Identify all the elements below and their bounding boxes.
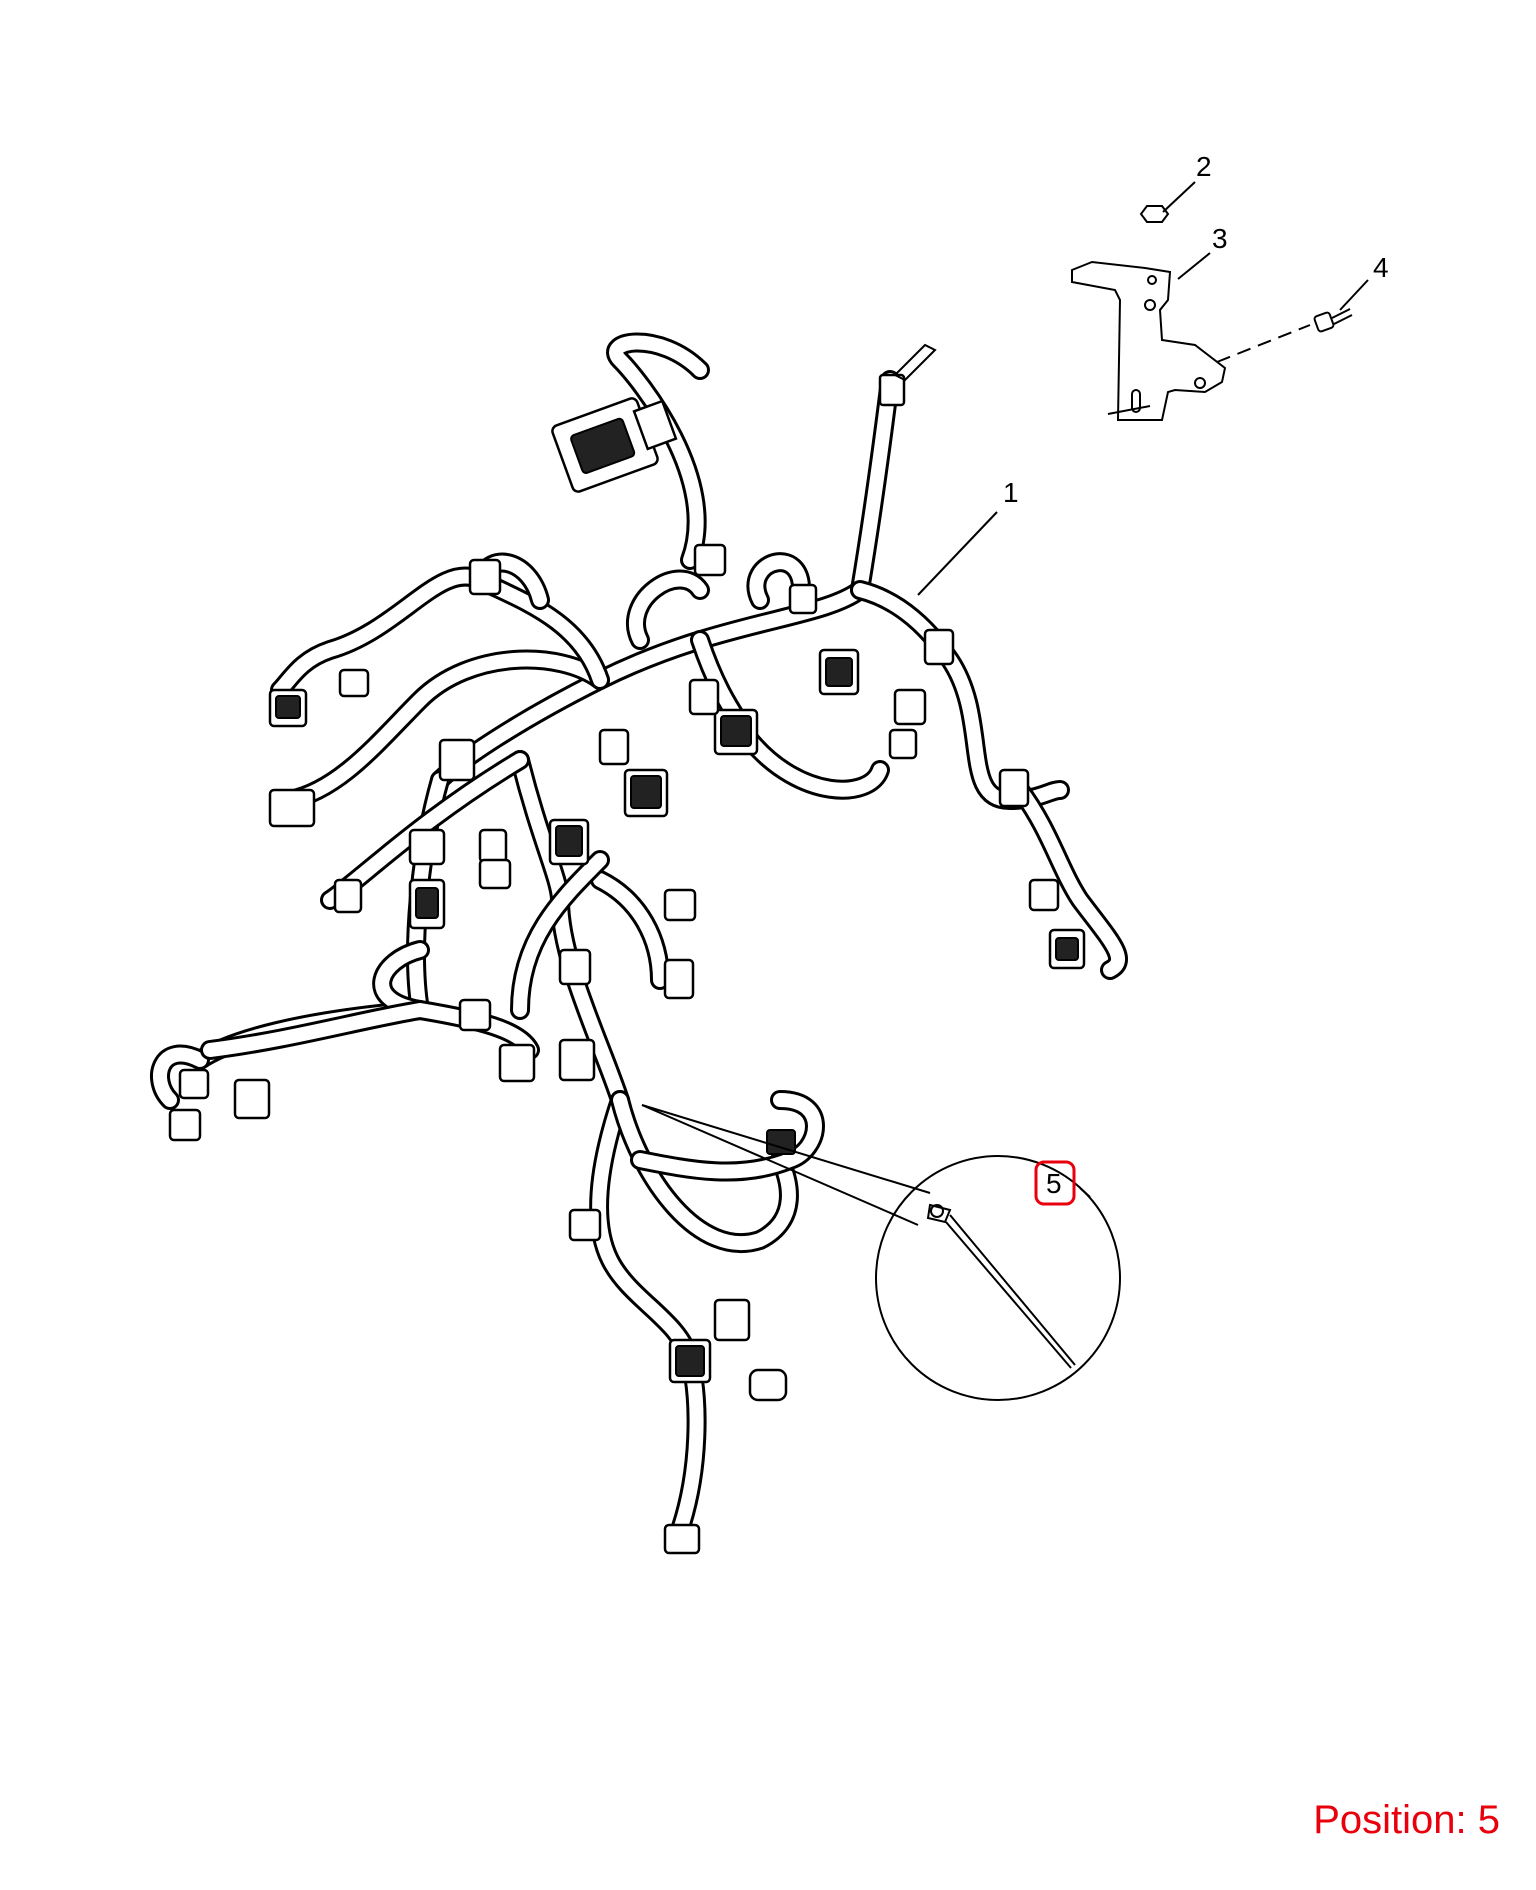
harness-connectors (168, 543, 1086, 1555)
part-3-bracket (1071, 252, 1227, 421)
part-2-nut (1139, 181, 1196, 223)
callout-2: 2 (1196, 151, 1212, 182)
callout-1: 1 (1003, 477, 1019, 508)
main-connector (551, 397, 678, 493)
callout-5: 5 (1046, 1168, 1062, 1199)
harness-trunk (150, 332, 1128, 1540)
part-4-bolt (1216, 279, 1369, 363)
leader-line-1 (917, 511, 998, 596)
callout-3: 3 (1212, 223, 1228, 254)
callout-5-highlight (1034, 1160, 1076, 1206)
ground-eyelet-top (878, 343, 937, 407)
wiring-harness (150, 332, 1128, 1555)
position-label: Position: 5 (1313, 1798, 1500, 1842)
callout-4: 4 (1373, 252, 1389, 283)
part-5-detail (641, 1104, 1121, 1401)
